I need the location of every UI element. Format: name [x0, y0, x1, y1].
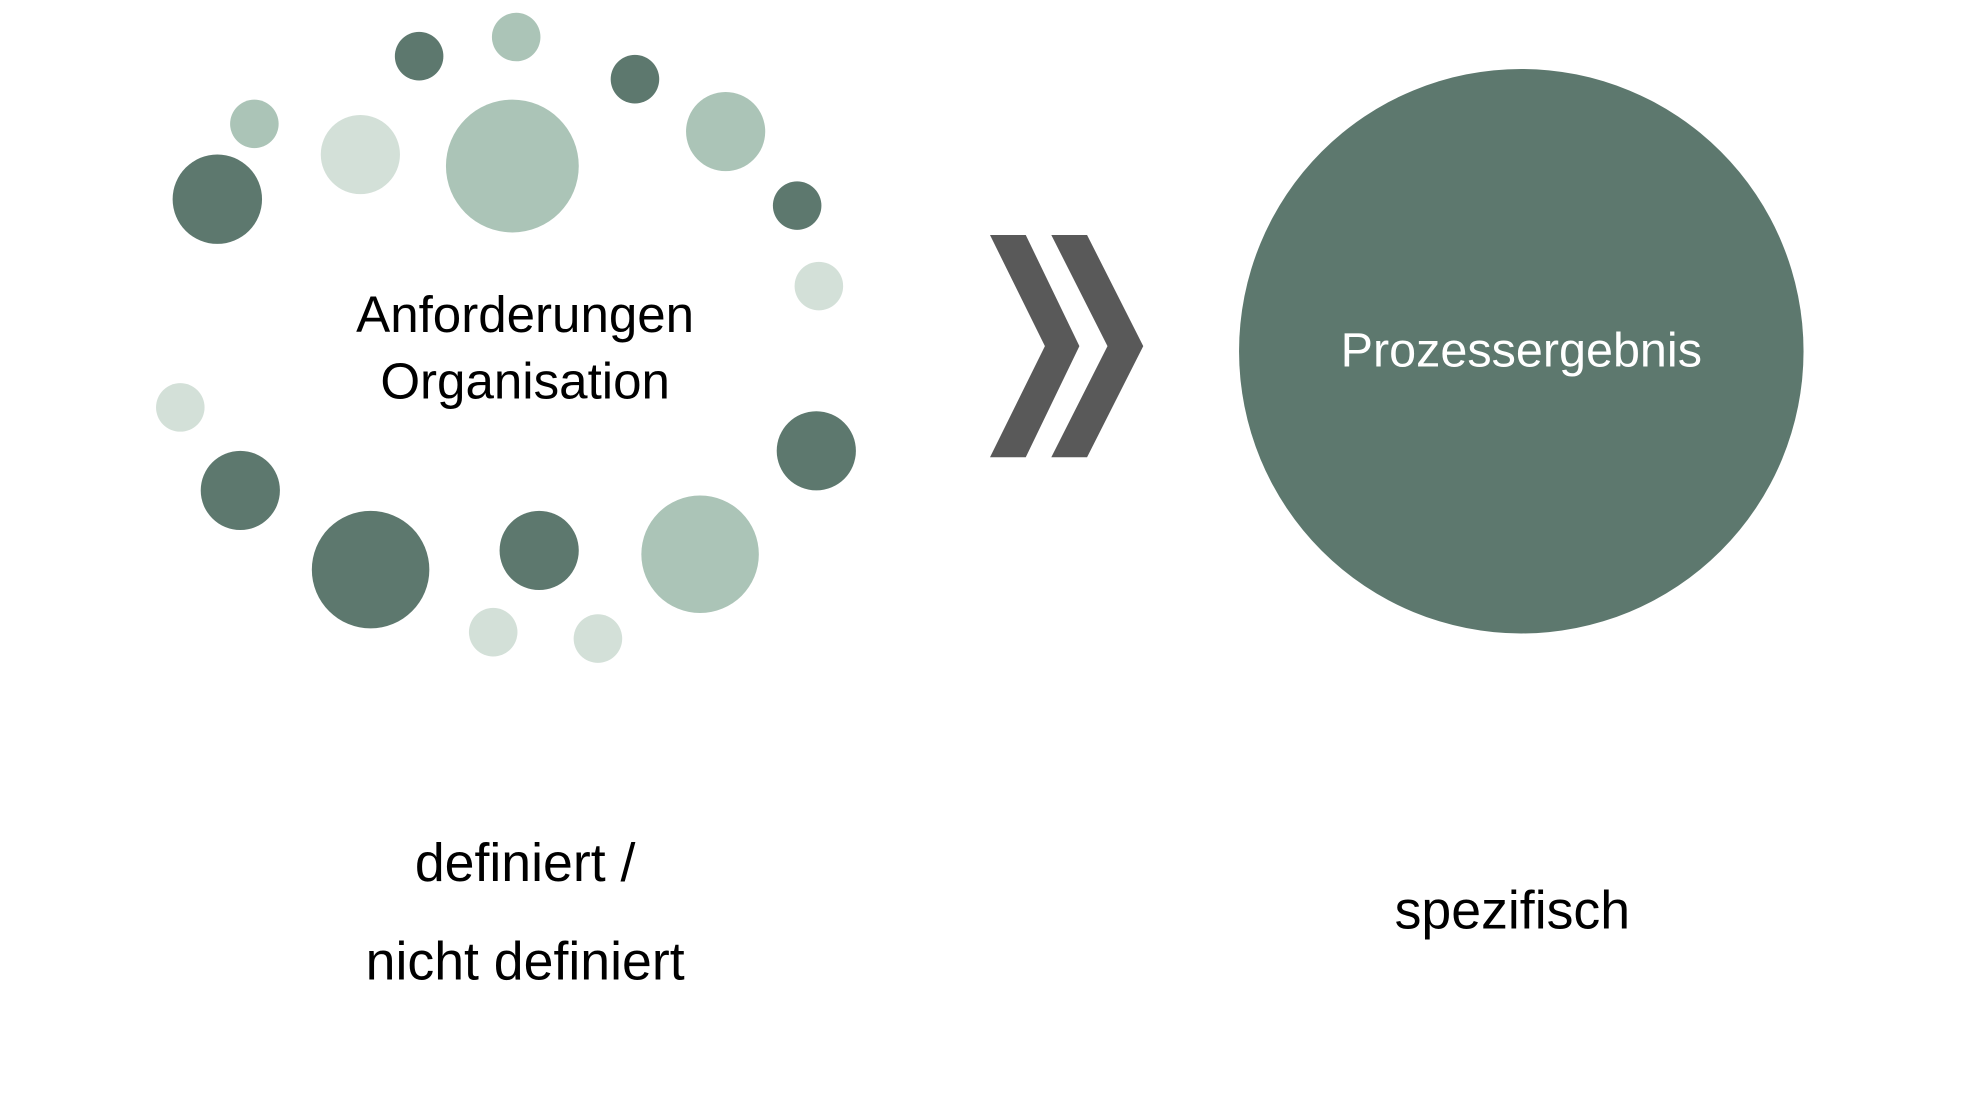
requirements-title-line1: Anforderungen: [356, 286, 694, 343]
dot: [468, 607, 518, 657]
dot: [776, 411, 856, 491]
dot: [394, 31, 444, 81]
dot: [156, 383, 205, 432]
dot: [230, 99, 279, 149]
dot: [311, 510, 430, 629]
result-title: Prozessergebnis: [1341, 324, 1702, 378]
dot: [772, 181, 822, 230]
dot: [686, 91, 766, 172]
requirements-caption-line1: definiert /: [415, 833, 636, 893]
double-chevron-right-icon: [990, 234, 1144, 458]
dot: [445, 99, 579, 233]
result-circle: [1239, 68, 1804, 634]
dot: [320, 114, 400, 195]
dot: [641, 495, 759, 614]
requirements-caption-line2: nicht definiert: [366, 932, 685, 992]
requirements-dot-cluster: [156, 12, 856, 663]
result-caption: spezifisch: [1395, 880, 1630, 940]
dot: [610, 54, 660, 104]
dot: [200, 450, 280, 531]
dot: [794, 261, 844, 311]
dot: [172, 154, 263, 244]
requirements-title-line2: Organisation: [380, 352, 670, 409]
dot: [499, 510, 579, 591]
dot: [491, 12, 541, 62]
dot: [573, 614, 623, 663]
